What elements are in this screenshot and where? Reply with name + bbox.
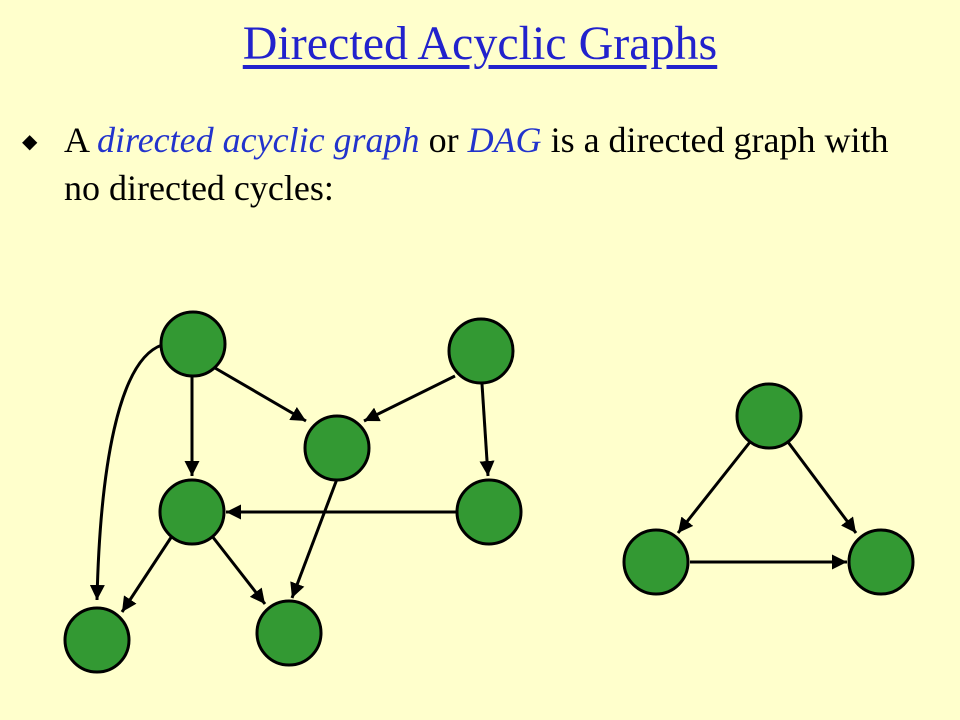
edge-b-to-c (363, 374, 456, 423)
graph-node (303, 414, 371, 482)
bullet-point: ◆ A directed acyclic graph or DAG is a d… (22, 116, 902, 212)
edge-a-to-g (89, 343, 163, 601)
graph-node (255, 599, 323, 667)
edge-top-to-left (676, 441, 752, 534)
bullet-text-part-3: is a directed graph with no directed cyc… (64, 120, 889, 208)
term-dag: DAG (467, 120, 542, 160)
term-directed-acyclic-graph: directed acyclic graph (97, 120, 420, 160)
edge-a-to-c (214, 366, 307, 423)
edge-b-to-d (479, 383, 495, 477)
slide-title: Directed Acyclic Graphs (242, 17, 718, 70)
diamond-bullet-icon: ◆ (22, 131, 38, 153)
graph-node (447, 317, 515, 385)
graph-node (63, 606, 131, 674)
left-dag (63, 310, 523, 674)
graph-node (735, 382, 803, 450)
graph-node (159, 310, 227, 378)
graph-node (622, 528, 690, 596)
bullet-text-part-2: or (419, 120, 468, 160)
edge-e-to-h (210, 535, 267, 605)
right-dag (622, 382, 915, 596)
bullet-text-part-1: A (64, 120, 98, 160)
edge-c-to-h (290, 478, 339, 599)
edge-top-to-right (786, 441, 858, 534)
edge-e-to-g (120, 535, 174, 613)
graph-node (455, 478, 523, 546)
graph-node (847, 528, 915, 596)
graph-node (158, 478, 226, 546)
bullet-text: A directed acyclic graph or DAG is a dir… (64, 116, 902, 212)
